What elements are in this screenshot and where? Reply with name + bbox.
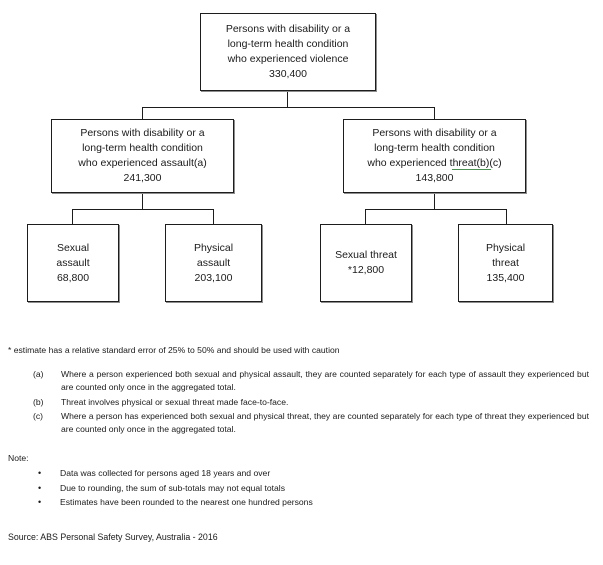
node-threat-total: Persons with disability or a long-term h…: [343, 119, 526, 193]
node-sexual-threat: Sexual threat *12,800: [320, 224, 412, 302]
connector-threat-bus: [365, 209, 506, 210]
node-physical-threat-line2: threat: [492, 256, 519, 269]
notes-section: * estimate has a relative standard error…: [0, 336, 603, 544]
node-violence-total-line2: long-term health condition: [227, 38, 349, 50]
node-threat-total-value: 143,800: [415, 172, 454, 184]
connector-to-physical-assault: [213, 209, 214, 224]
node-violence-total-line3: who experienced violence: [227, 53, 349, 65]
note-item-2-text: Due to rounding, the sum of sub-totals m…: [60, 482, 285, 493]
footnote-a-marker: (a): [33, 369, 44, 380]
connector-level2-bus: [142, 107, 434, 108]
node-assault-total-line1: Persons with disability or a: [80, 127, 205, 139]
node-sexual-assault: Sexual assault 68,800: [27, 224, 119, 302]
flow-chart: Persons with disability or a long-term h…: [27, 13, 553, 302]
note-item-1-text: Data was collected for persons aged 18 y…: [60, 468, 271, 479]
footnote-a: (a) Where a person experienced both sexu…: [0, 368, 603, 394]
bullet-icon: •: [38, 482, 42, 493]
note-item-1: • Data was collected for persons aged 18…: [0, 467, 603, 480]
connector-assault-bus: [72, 209, 213, 210]
connector-to-threat: [434, 107, 435, 119]
footnote-c-text: Where a person has experienced both sexu…: [61, 410, 589, 435]
node-sexual-threat-line1: Sexual threat: [335, 249, 397, 261]
node-physical-assault-line2: assault: [196, 256, 231, 269]
node-threat-total-line3: who experienced threat(b)(c): [367, 157, 502, 170]
node-sexual-assault-line2: assault: [56, 256, 90, 269]
node-sexual-assault-value: 68,800: [56, 271, 90, 284]
node-violence-total-value: 330,400: [269, 68, 307, 80]
node-assault-total-line3: who experienced assault(a): [78, 157, 207, 169]
connector-to-sexual-threat: [365, 209, 366, 224]
note-item-2: • Due to rounding, the sum of sub-totals…: [0, 482, 603, 495]
connector-to-sexual-assault: [72, 209, 73, 224]
footnote-b-marker: (b): [33, 396, 44, 407]
node-assault-total-value: 241,300: [123, 172, 162, 184]
bullet-icon: •: [38, 496, 42, 507]
connector-assault-stem: [142, 193, 143, 210]
node-threat-total-line1: Persons with disability or a: [372, 127, 497, 139]
bullet-icon: •: [38, 468, 42, 479]
node-physical-assault-line1: Physical: [193, 241, 234, 254]
node-violence-total: Persons with disability or a long-term h…: [200, 13, 376, 91]
footnote-b: (b) Threat involves physical or sexual t…: [0, 396, 603, 409]
connector-threat-stem: [434, 193, 435, 210]
footnote-list: (a) Where a person experienced both sexu…: [0, 368, 603, 436]
footnote-c: (c) Where a person has experienced both …: [0, 410, 603, 436]
note-heading: Note:: [8, 453, 29, 464]
note-item-3-text: Estimates have been rounded to the neare…: [60, 496, 313, 507]
node-assault-total-line2: long-term health condition: [82, 142, 203, 154]
node-physical-assault-value: 203,100: [194, 271, 233, 284]
connector-to-assault: [142, 107, 143, 119]
source-line: Source: ABS Personal Safety Survey, Aust…: [8, 532, 218, 543]
node-physical-threat-value: 135,400: [486, 271, 525, 284]
node-sexual-threat-value: *12,800: [347, 264, 385, 276]
node-physical-threat: Physical threat 135,400: [458, 224, 553, 302]
connector-root-stem: [287, 91, 288, 108]
node-physical-threat-line1: Physical: [485, 241, 526, 254]
footnote-b-text: Threat involves physical or sexual threa…: [61, 396, 289, 407]
connector-to-physical-threat: [506, 209, 507, 224]
node-assault-total: Persons with disability or a long-term h…: [51, 119, 234, 193]
note-bullet-list: • Data was collected for persons aged 18…: [0, 467, 603, 509]
note-item-3: • Estimates have been rounded to the nea…: [0, 496, 603, 509]
node-sexual-assault-line1: Sexual: [56, 241, 90, 254]
estimate-reliability-note: * estimate has a relative standard error…: [8, 345, 340, 355]
node-violence-total-line1: Persons with disability or a: [225, 23, 351, 35]
node-physical-assault: Physical assault 203,100: [165, 224, 262, 302]
footnote-a-text: Where a person experienced both sexual a…: [61, 369, 589, 393]
node-threat-total-line2: long-term health condition: [374, 142, 495, 154]
footnote-c-marker: (c): [33, 410, 44, 421]
